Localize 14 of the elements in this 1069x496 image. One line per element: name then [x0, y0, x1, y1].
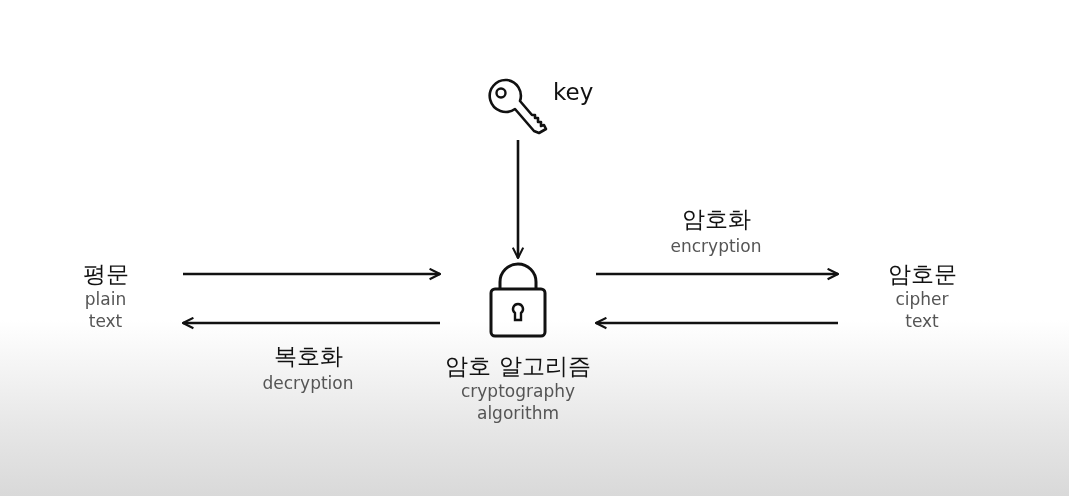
arrow: [511, 140, 525, 260]
node-title: 암호문: [886, 260, 958, 288]
node-subtitle: cipher text: [894, 288, 950, 332]
arrow: [594, 316, 838, 330]
node-title: 암호 알고리즘: [444, 352, 592, 380]
edge-label: 복호화 decryption: [261, 342, 355, 394]
node-subtitle: cryptography algorithm: [459, 380, 577, 424]
arrow: [596, 267, 840, 281]
node-subtitle: plain text: [83, 288, 128, 332]
node-title: 평문: [81, 260, 130, 288]
edge-label: 암호화 encryption: [669, 205, 763, 257]
arrow: [183, 267, 442, 281]
arrow: [181, 316, 440, 330]
node-label: key: [553, 78, 594, 106]
